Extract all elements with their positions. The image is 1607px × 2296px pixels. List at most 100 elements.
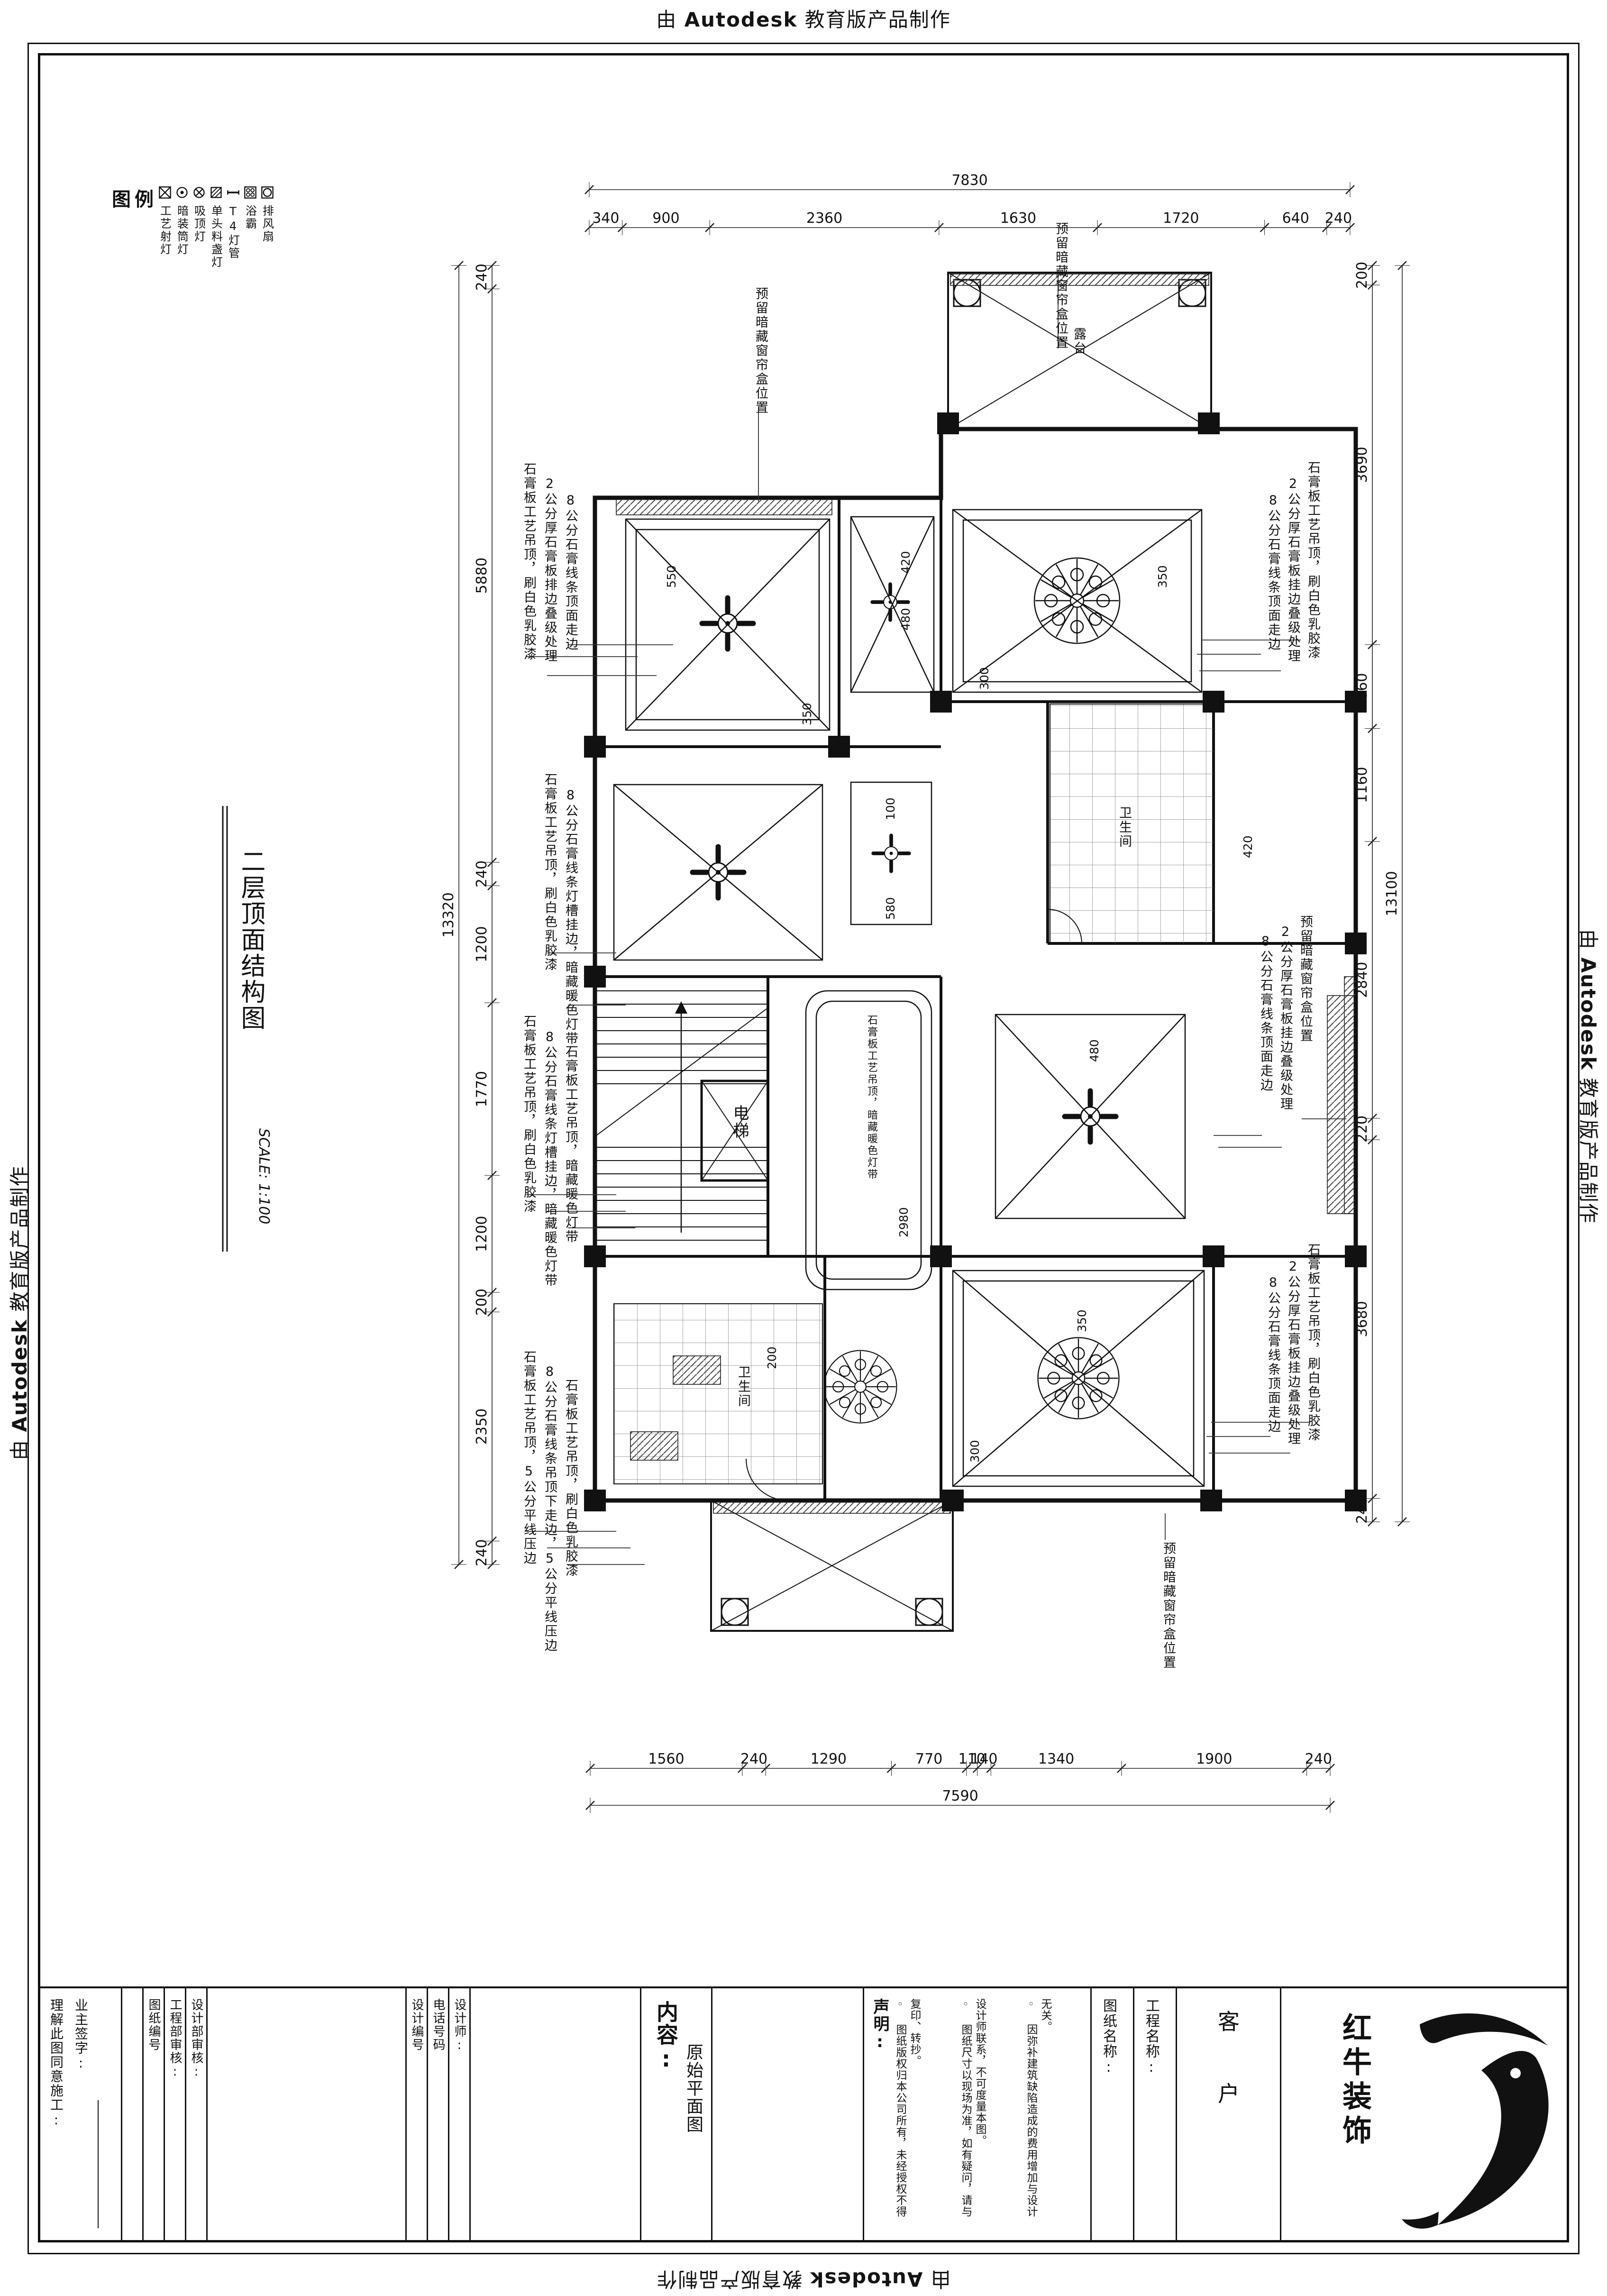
ceiling-annotation: 石膏板工艺吊顶，暗藏暖色灯带 xyxy=(866,1015,877,1180)
title-block-divider xyxy=(448,1986,449,2240)
ceiling-annotation: 8公分石膏线条灯槽挂边，暗藏暖色灯带 xyxy=(563,788,578,1046)
legend-item: 工艺射灯 xyxy=(156,186,173,258)
dim-label: 480 xyxy=(899,608,913,631)
dim-value: 220 xyxy=(1354,1116,1370,1143)
watermark-prefix: 由 xyxy=(656,8,685,31)
room-label: 电梯 xyxy=(730,1105,749,1140)
designer-label: 设计师: xyxy=(452,1998,466,2053)
title-rules xyxy=(222,806,228,1252)
autodesk-watermark-bottom: 由 Autodesk 教育版产品制作 xyxy=(656,2268,951,2291)
dim-value: 2840 xyxy=(1354,962,1370,998)
title-block-divider xyxy=(863,1986,864,2240)
ceiling-annotation: 8公分石膏线条顶面走边 xyxy=(563,493,578,651)
dim-value: 2360 xyxy=(806,210,842,227)
ceiling-annotation: 石膏板工艺吊顶，5公分平线压边 xyxy=(521,1350,536,1565)
legend-item: 单头料盏灯 xyxy=(208,186,225,271)
title-block-divider xyxy=(640,1986,641,2240)
title-block-divider xyxy=(1133,1986,1134,2240)
dim-value: 1900 xyxy=(1196,1751,1232,1767)
legend-label: 浴霸 xyxy=(243,205,257,230)
dim-label: 580 xyxy=(884,897,897,920)
legend-item: 浴霸 xyxy=(242,186,259,232)
title-block-divider xyxy=(469,1986,471,2240)
dim-label: 420 xyxy=(1241,835,1255,858)
ceiling-annotation: 石膏板工艺吊顶，暗藏暖色灯带 xyxy=(563,1045,578,1244)
dim-value: 240 xyxy=(740,1751,767,1767)
dim-value: 200 xyxy=(474,1289,490,1316)
dim-value: 1200 xyxy=(474,926,490,962)
legend-label: 排风扇 xyxy=(260,205,274,243)
dim-value: 3680 xyxy=(1354,1301,1370,1337)
room-label: 露台 xyxy=(1071,327,1086,356)
dim-value: 1290 xyxy=(811,1751,847,1767)
dim-value: 7590 xyxy=(942,1788,978,1804)
dim-label: 480 xyxy=(1087,1039,1101,1062)
dim-value: 900 xyxy=(652,210,679,227)
ceiling-annotation: 石膏板工艺吊顶，刷白色乳胶漆 xyxy=(521,462,536,661)
ceiling-annotation: 2公分厚石膏板挂边叠级处理 xyxy=(1286,476,1300,663)
dim-value: 2350 xyxy=(474,1409,490,1445)
autodesk-watermark-left: 由 Autodesk 教育版产品制作 xyxy=(8,1165,31,1460)
dim-label: 550 xyxy=(665,565,678,588)
statement-item: 图纸版权归本公司所有，未经授权不得复印、转抄。 xyxy=(893,1998,952,2226)
dim-value: 340 xyxy=(592,210,619,227)
scale-label: SCALE: 1:100 xyxy=(256,1128,272,1225)
dim-value: 240 xyxy=(474,264,490,291)
legend-label: 单头料盏灯 xyxy=(209,205,223,269)
dim-value: 240 xyxy=(1325,210,1352,227)
exhaust-fan-icon xyxy=(261,186,274,199)
dim-label: 2980 xyxy=(897,1207,911,1237)
drawing-title: 二层顶面结构图 xyxy=(237,849,265,1031)
legend-label: 暗装筒灯 xyxy=(175,205,189,256)
title-block-divider xyxy=(206,1986,208,2240)
legend-label: 工艺射灯 xyxy=(158,205,172,256)
room-label: 卫生间 xyxy=(736,1365,750,1408)
ceiling-annotation: 预留暗藏窗帘盒位置 xyxy=(753,287,768,415)
company-logo-text: 红牛装饰 xyxy=(1337,2012,1372,2149)
client-label: 客 户 xyxy=(1214,2010,1240,2116)
dim-value: 240 xyxy=(1354,1497,1370,1524)
statement-item: 因弥补建筑缺陷造成的费用增加与设计无关。 xyxy=(1024,1998,1083,2226)
bath-heater-icon xyxy=(244,186,257,199)
title-block-divider xyxy=(1176,1986,1177,2240)
title-block-divider xyxy=(405,1986,407,2240)
dim-value: 13320 xyxy=(440,892,457,937)
dim-value: 1200 xyxy=(474,1216,490,1252)
ceiling-annotation: 石膏板工艺吊顶，刷白色乳胶漆 xyxy=(563,1379,578,1578)
curtain-box-hatches xyxy=(616,274,1356,1514)
legend-item: 排风扇 xyxy=(259,186,276,245)
project-name-label: 工程名称: xyxy=(1143,1998,1160,2076)
ceiling-annotation: 2公分厚石膏板挂边叠级处理 xyxy=(1278,924,1293,1111)
title-block-divider xyxy=(164,1986,165,2240)
title-block-divider xyxy=(185,1986,186,2240)
dim-value: 110 xyxy=(959,1751,986,1767)
ceiling-annotation: 2公分厚石膏板排边叠级处理 xyxy=(542,476,557,663)
ceiling-annotation: 预留暗藏窗帘盒位置 xyxy=(1161,1542,1176,1670)
design-number-label: 设计编号 xyxy=(410,1998,424,2051)
ceiling-annotation: 8公分石膏线条吊顶下走边，5公分平线压边 xyxy=(542,1364,557,1653)
dim-value: 13100 xyxy=(1384,871,1400,916)
autodesk-watermark-right: 由 Autodesk 教育版产品制作 xyxy=(1577,929,1600,1224)
engineering-review-label: 工程部审核: xyxy=(168,1998,182,2080)
watermark-suffix: 教育版产品制作 xyxy=(797,8,951,31)
red-bull-logo xyxy=(1402,2013,1549,2229)
terrace-and-balcony-details xyxy=(711,272,1212,1631)
cup-light-icon xyxy=(210,186,223,199)
legend-item: T4灯管 xyxy=(225,186,242,262)
content-label: 内容: xyxy=(653,2001,679,2073)
annotation-leaders xyxy=(526,276,1346,1565)
legend-label: T4灯管 xyxy=(226,205,240,260)
dim-value: 240 xyxy=(474,1539,490,1566)
ceiling-annotation: 石膏板工艺吊顶，刷白色乳胶漆 xyxy=(521,1015,536,1214)
dim-chain-left_total: 13320 xyxy=(440,261,466,1569)
dim-label: 350 xyxy=(1156,565,1169,588)
dim-label: 300 xyxy=(968,1440,982,1463)
ceiling-annotation: 预留暗藏窗帘盒位置 xyxy=(1053,222,1068,350)
spotlight-icon xyxy=(158,186,172,199)
legend-title: 图例 xyxy=(112,189,157,210)
